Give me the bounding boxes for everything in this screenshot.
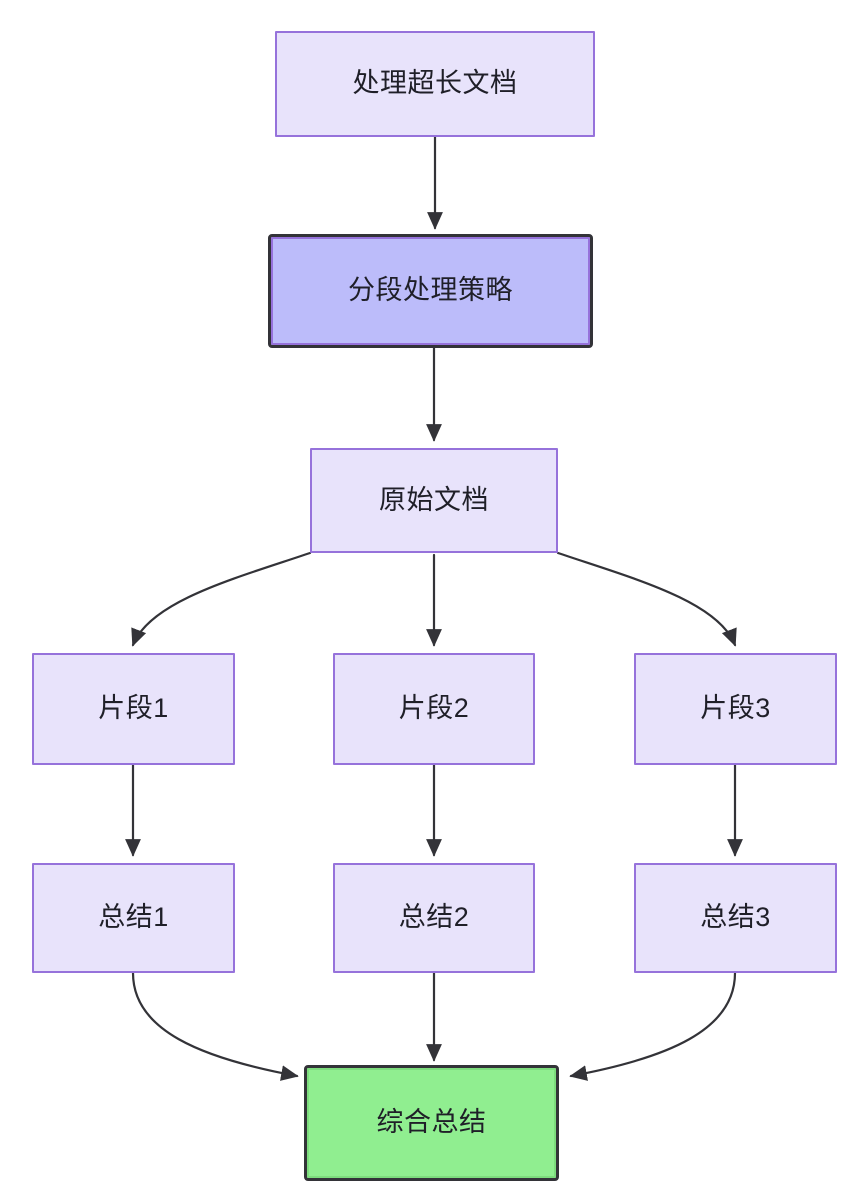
edge-n3-to-n6 — [556, 551, 737, 647]
edge-n3-to-n4 — [131, 551, 312, 647]
edge-n7-to-n10 — [131, 971, 299, 1081]
node-label-n1: 处理超长文档 — [352, 68, 518, 99]
node-label-n7: 总结1 — [98, 902, 169, 933]
node-label-n4: 片段1 — [98, 693, 169, 724]
node-label-n6: 片段3 — [700, 693, 771, 724]
node-label-n8: 总结2 — [398, 902, 470, 933]
node-n5[interactable]: 片段2 — [333, 653, 535, 765]
node-n7[interactable]: 总结1 — [32, 863, 235, 973]
node-n4[interactable]: 片段1 — [32, 653, 235, 765]
node-n8[interactable]: 总结2 — [333, 863, 535, 973]
node-n1[interactable]: 处理超长文档 — [275, 31, 595, 137]
node-n9[interactable]: 总结3 — [634, 863, 837, 973]
node-n3[interactable]: 原始文档 — [310, 448, 558, 553]
edge-n9-to-n10 — [569, 971, 737, 1081]
node-label-n9: 总结3 — [700, 902, 771, 933]
node-label-n3: 原始文档 — [379, 484, 489, 515]
node-n6[interactable]: 片段3 — [634, 653, 837, 765]
node-label-n10: 综合总结 — [376, 1107, 487, 1138]
node-label-n2: 分段处理策略 — [348, 275, 513, 306]
node-n2[interactable]: 分段处理策略 — [268, 234, 593, 348]
node-label-n5: 片段2 — [398, 693, 470, 724]
node-n10[interactable]: 综合总结 — [304, 1065, 559, 1181]
